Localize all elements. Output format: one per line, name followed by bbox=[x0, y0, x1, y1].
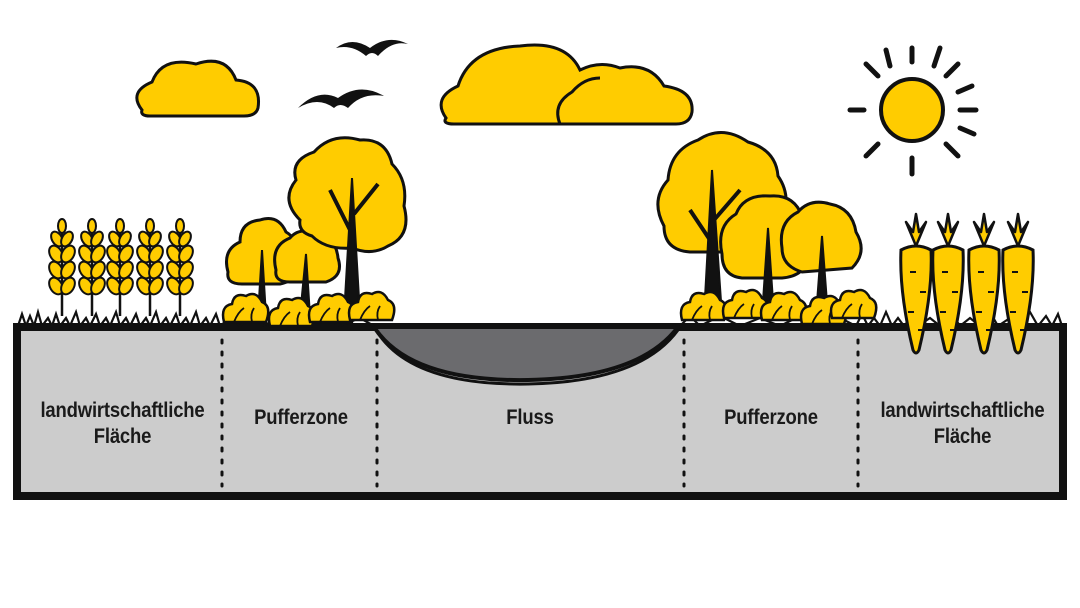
zone-label-buffer-right: Pufferzone bbox=[724, 406, 818, 429]
zone-label-river: Fluss bbox=[506, 406, 554, 429]
tree-icon bbox=[287, 136, 408, 317]
cloud-icon bbox=[135, 59, 261, 118]
bird-icon bbox=[298, 89, 384, 108]
river-water bbox=[370, 325, 682, 383]
sun-icon bbox=[847, 45, 979, 177]
bird-icon bbox=[336, 39, 408, 56]
zone-label-agricultural-right: landwirtschaftliche Fläche bbox=[880, 399, 1045, 448]
bush-icon bbox=[679, 288, 878, 326]
wheat-icon bbox=[45, 217, 197, 318]
zone-dividers bbox=[220, 338, 860, 488]
zone-label-buffer-left: Pufferzone bbox=[254, 406, 348, 429]
cloud-icon bbox=[439, 43, 694, 126]
ground-cross-section bbox=[13, 323, 1067, 500]
zone-label-agricultural-left: landwirtschaftliche Fläche bbox=[40, 399, 205, 448]
